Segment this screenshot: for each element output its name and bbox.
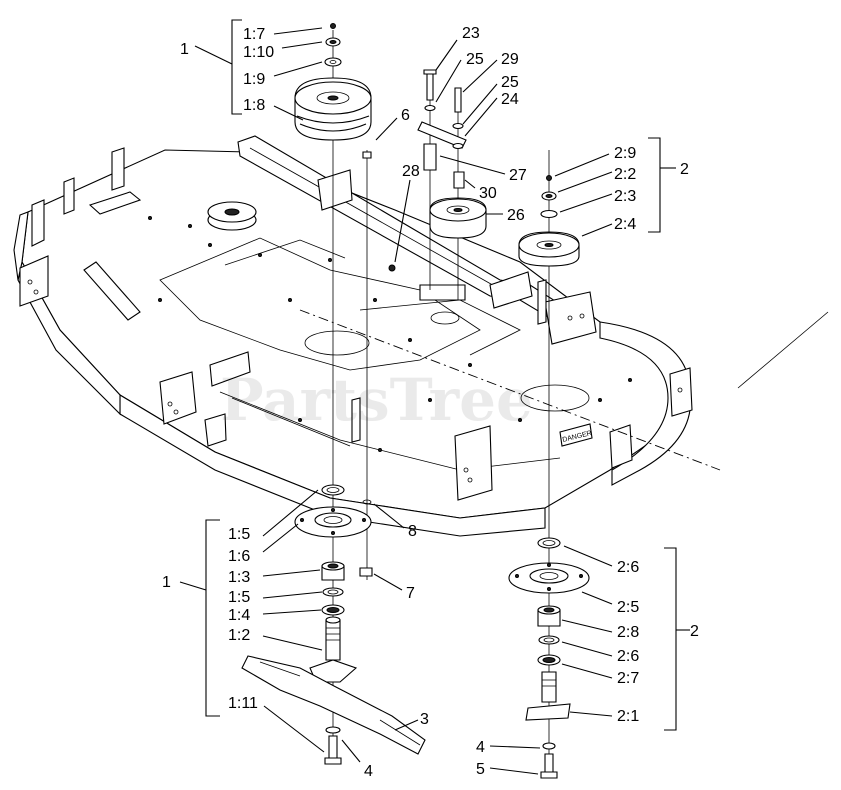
callout-2-9: 2:9 [614,145,636,162]
callout-1-9: 1:9 [243,71,265,88]
callout-2-top: 2 [680,161,689,178]
callout-30: 30 [479,185,497,202]
callout-1-6: 1:6 [228,548,250,565]
callout-26: 26 [507,207,525,224]
callout-1-top: 1 [180,41,189,58]
callout-25-a: 25 [466,51,484,68]
callout-27: 27 [509,167,527,184]
callout-2-4: 2:4 [614,216,636,233]
deck-rivets [148,216,632,452]
watermark: PartsTree [220,366,533,434]
callout-1-4: 1:4 [228,607,250,624]
callout-5: 5 [476,761,485,778]
callout-2-2: 2:2 [614,166,636,183]
callout-1-10: 1:10 [243,44,274,61]
leader-lines [179,19,690,775]
left-spindle-bottom-parts [241,484,426,765]
callout-2-bottom: 2 [690,623,699,640]
callout-1-5-b: 1:5 [228,589,250,606]
callout-2-6-a: 2:6 [617,559,639,576]
callout-7: 7 [406,585,415,602]
callout-29: 29 [501,51,519,68]
idler-parts [362,69,487,239]
callout-1-5-a: 1:5 [228,526,250,543]
callout-6: 6 [401,107,410,124]
right-spindle-top-parts [518,175,580,267]
callout-24: 24 [501,91,519,108]
callout-25-b: 25 [501,74,519,91]
left-spindle-top-parts [294,23,372,141]
callout-1-3: 1:3 [228,569,250,586]
callout-23: 23 [462,25,480,42]
callout-4-b: 4 [476,739,485,756]
callout-2-7: 2:7 [617,670,639,687]
callout-8: 8 [408,523,417,540]
callout-28: 28 [402,163,420,180]
callout-2-8: 2:8 [617,624,639,641]
callout-2-3: 2:3 [614,188,636,205]
callout-2-6-b: 2:6 [617,648,639,665]
callout-2-5: 2:5 [617,599,639,616]
right-spindle-bottom-parts [508,537,590,779]
callout-1-7: 1:7 [243,26,265,43]
mower-deck: DANGER [13,135,693,537]
callout-labels: 1:7 1:10 1 1:9 1:8 23 25 29 25 24 6 27 2… [162,25,699,780]
callout-1-8: 1:8 [243,97,265,114]
callout-1-11: 1:11 [228,695,258,712]
callout-1-2: 1:2 [228,627,250,644]
callout-1-bottom: 1 [162,574,171,591]
callout-2-1: 2:1 [617,708,639,725]
callout-3: 3 [420,711,429,728]
callout-4-a: 4 [364,763,373,780]
